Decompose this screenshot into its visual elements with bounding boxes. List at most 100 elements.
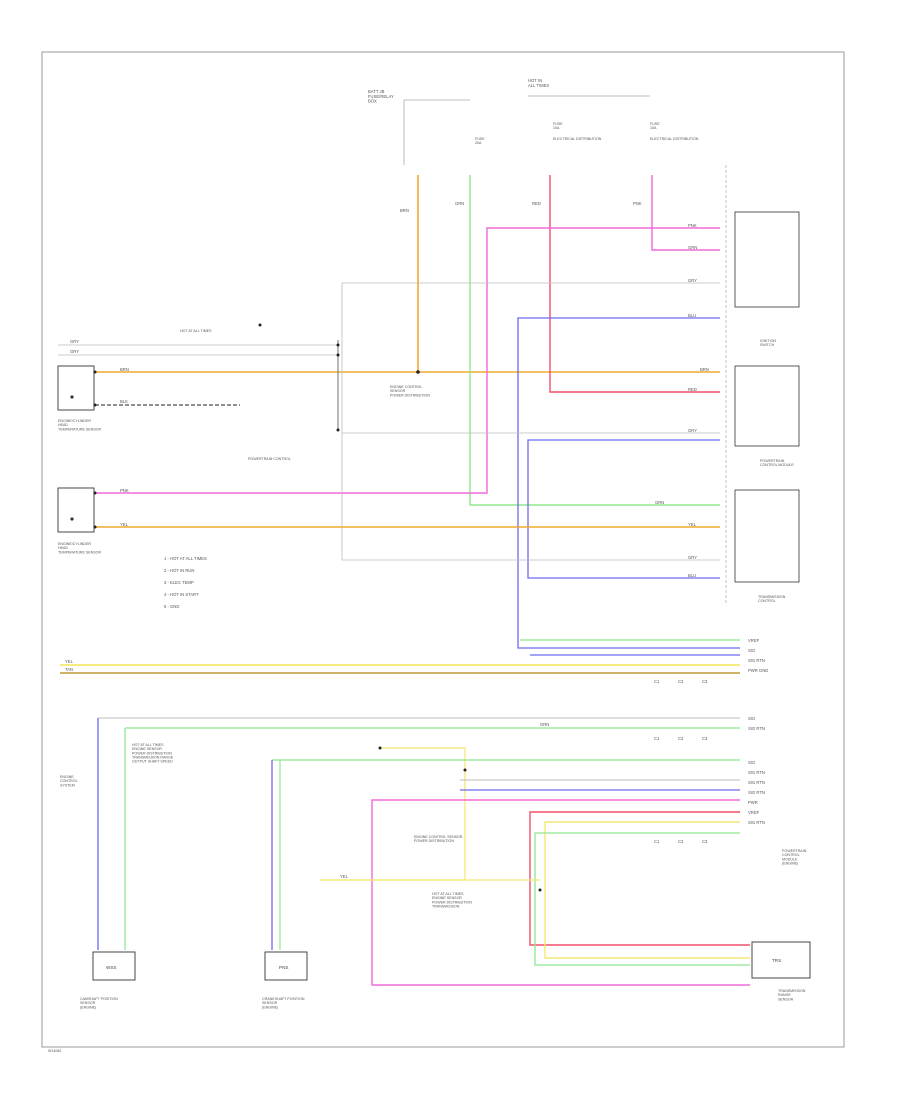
wire-label-left-yellow: YEL [120, 522, 129, 527]
legend-5: 5 - GND [164, 604, 179, 609]
sensor-left-2-box [57, 487, 95, 533]
wire-label-top-pink: PNK [633, 201, 642, 206]
wire-label-green-r2: GRN [655, 500, 664, 505]
switch-block-mid [734, 365, 800, 447]
junction-dot [93, 403, 97, 407]
connector-bus-3: C1 C2 C3 SIG SIG RTN SIG RTN SIG RTN PWR… [654, 760, 765, 844]
wire-label-red-r: RED [688, 387, 697, 392]
wire-label-yellow-r: YEL [688, 522, 697, 527]
bottom-left-sensor-name: WSS [106, 965, 116, 970]
wire-label-top-orange: BRN [400, 208, 409, 213]
wire-label-yel-mid: YEL [340, 874, 349, 879]
bottom-right-sensor-name: TRS [772, 958, 781, 963]
wire-label-blue-r: BLU [688, 313, 696, 318]
wire-pink-long [95, 227, 720, 494]
junctions [93, 323, 542, 892]
wire-label-gray-r3: GRY [688, 555, 697, 560]
fuse-10a-desc-2: ELECTRICAL DISTRIBUTION [650, 137, 699, 141]
pin-c1-3: C3 [702, 679, 708, 684]
junction-dot [336, 428, 340, 432]
bottom-center-sensor-name: PNS [279, 965, 288, 970]
wire-label-left-gray1: GRY [70, 339, 79, 344]
legend: 1 - HOT AT ALL TIMES 2 - HOT IN RUN 3 - … [164, 556, 207, 609]
bus3-right-5: PWR [748, 800, 758, 805]
diagram-frame [41, 51, 845, 1048]
bus2-right-1: SIG [748, 716, 755, 721]
legend-2: 2 - HOT IN RUN [164, 568, 194, 573]
junction-dot [336, 353, 340, 357]
sensor-left-1-box [57, 365, 95, 411]
sensor-left-2-dot [70, 517, 74, 521]
switch-block-bot [734, 489, 800, 583]
junction-dot [463, 768, 467, 772]
wire-blue-top [517, 317, 740, 649]
junction-dot [258, 323, 262, 327]
wire-label-pink-r: PNK [688, 223, 697, 228]
wire-layer [58, 175, 750, 986]
wire-label-left-orange: BRN [120, 367, 129, 372]
wire-label-green-r: GRN [688, 245, 697, 250]
bus3-right-2: SIG RTN [748, 770, 765, 775]
bottom-center-sensor-box [264, 951, 308, 981]
wire-gray-3 [341, 283, 720, 561]
bus1-right-2: SIG [748, 648, 755, 653]
pin-c2-1: C1 [654, 736, 660, 741]
pin-c3-3: C3 [702, 839, 708, 844]
pin-c2-2: C2 [678, 736, 684, 741]
connector-bus-2: C1 C2 C3 SIG SIG RTN [654, 716, 765, 741]
pin-c2-3: C3 [702, 736, 708, 741]
wire-label-bus2: GRN [540, 722, 549, 727]
wire-label-gray-r1: GRY [688, 278, 697, 283]
bus3-right-4: SIG RTN [748, 790, 765, 795]
footer-code: W14082 [48, 1049, 61, 1053]
wire-label-blue-r2: BLU [688, 573, 696, 578]
wire-mid-yellow [320, 747, 466, 881]
center-note-1: HOT AT ALL TIMES [180, 329, 212, 333]
junction-dot [93, 525, 97, 529]
bottom-right-sensor-box [751, 941, 811, 979]
junction-dot [378, 746, 382, 750]
pin-c1-1: C1 [654, 679, 660, 684]
wire-label-left-pink: PNK [120, 488, 129, 493]
junction-dot [336, 343, 340, 347]
wire-label-left-black: BLK [120, 399, 128, 404]
wire-label-gray-r2: GRY [688, 428, 697, 433]
bus1-right-3: SIG RTN [748, 658, 765, 663]
junction-dot [93, 491, 97, 495]
wire-yellow-bottom [544, 821, 750, 959]
legend-3: 3 - ELEC TEMP [164, 580, 194, 585]
junction-dot [538, 888, 542, 892]
wire-labels: BRN GRN RED PNK PNK GRN GRY BLU BRN RED … [65, 201, 709, 879]
wire-pink-bottom [371, 799, 750, 986]
legend-4: 4 - HOT IN START [164, 592, 199, 597]
pin-c1-2: C2 [678, 679, 684, 684]
wire-label-top-green: GRN [455, 201, 464, 206]
fuse-10a-desc-1: ELECTRICAL DISTRIBUTION [553, 137, 602, 141]
bus3-right-7: SIG RTN [748, 820, 765, 825]
wire-label-orange-r: BRN [700, 367, 709, 372]
bus3-right-3: SIG RTN [748, 780, 765, 785]
bus1-right-4: PWR GND [748, 668, 768, 673]
wire-red-top [549, 175, 720, 393]
wire-label-bus-tan: TAN [65, 667, 73, 672]
pin-c3-2: C2 [678, 839, 684, 844]
bus3-right-6: VREF [748, 810, 760, 815]
switch-block-top [734, 211, 800, 308]
